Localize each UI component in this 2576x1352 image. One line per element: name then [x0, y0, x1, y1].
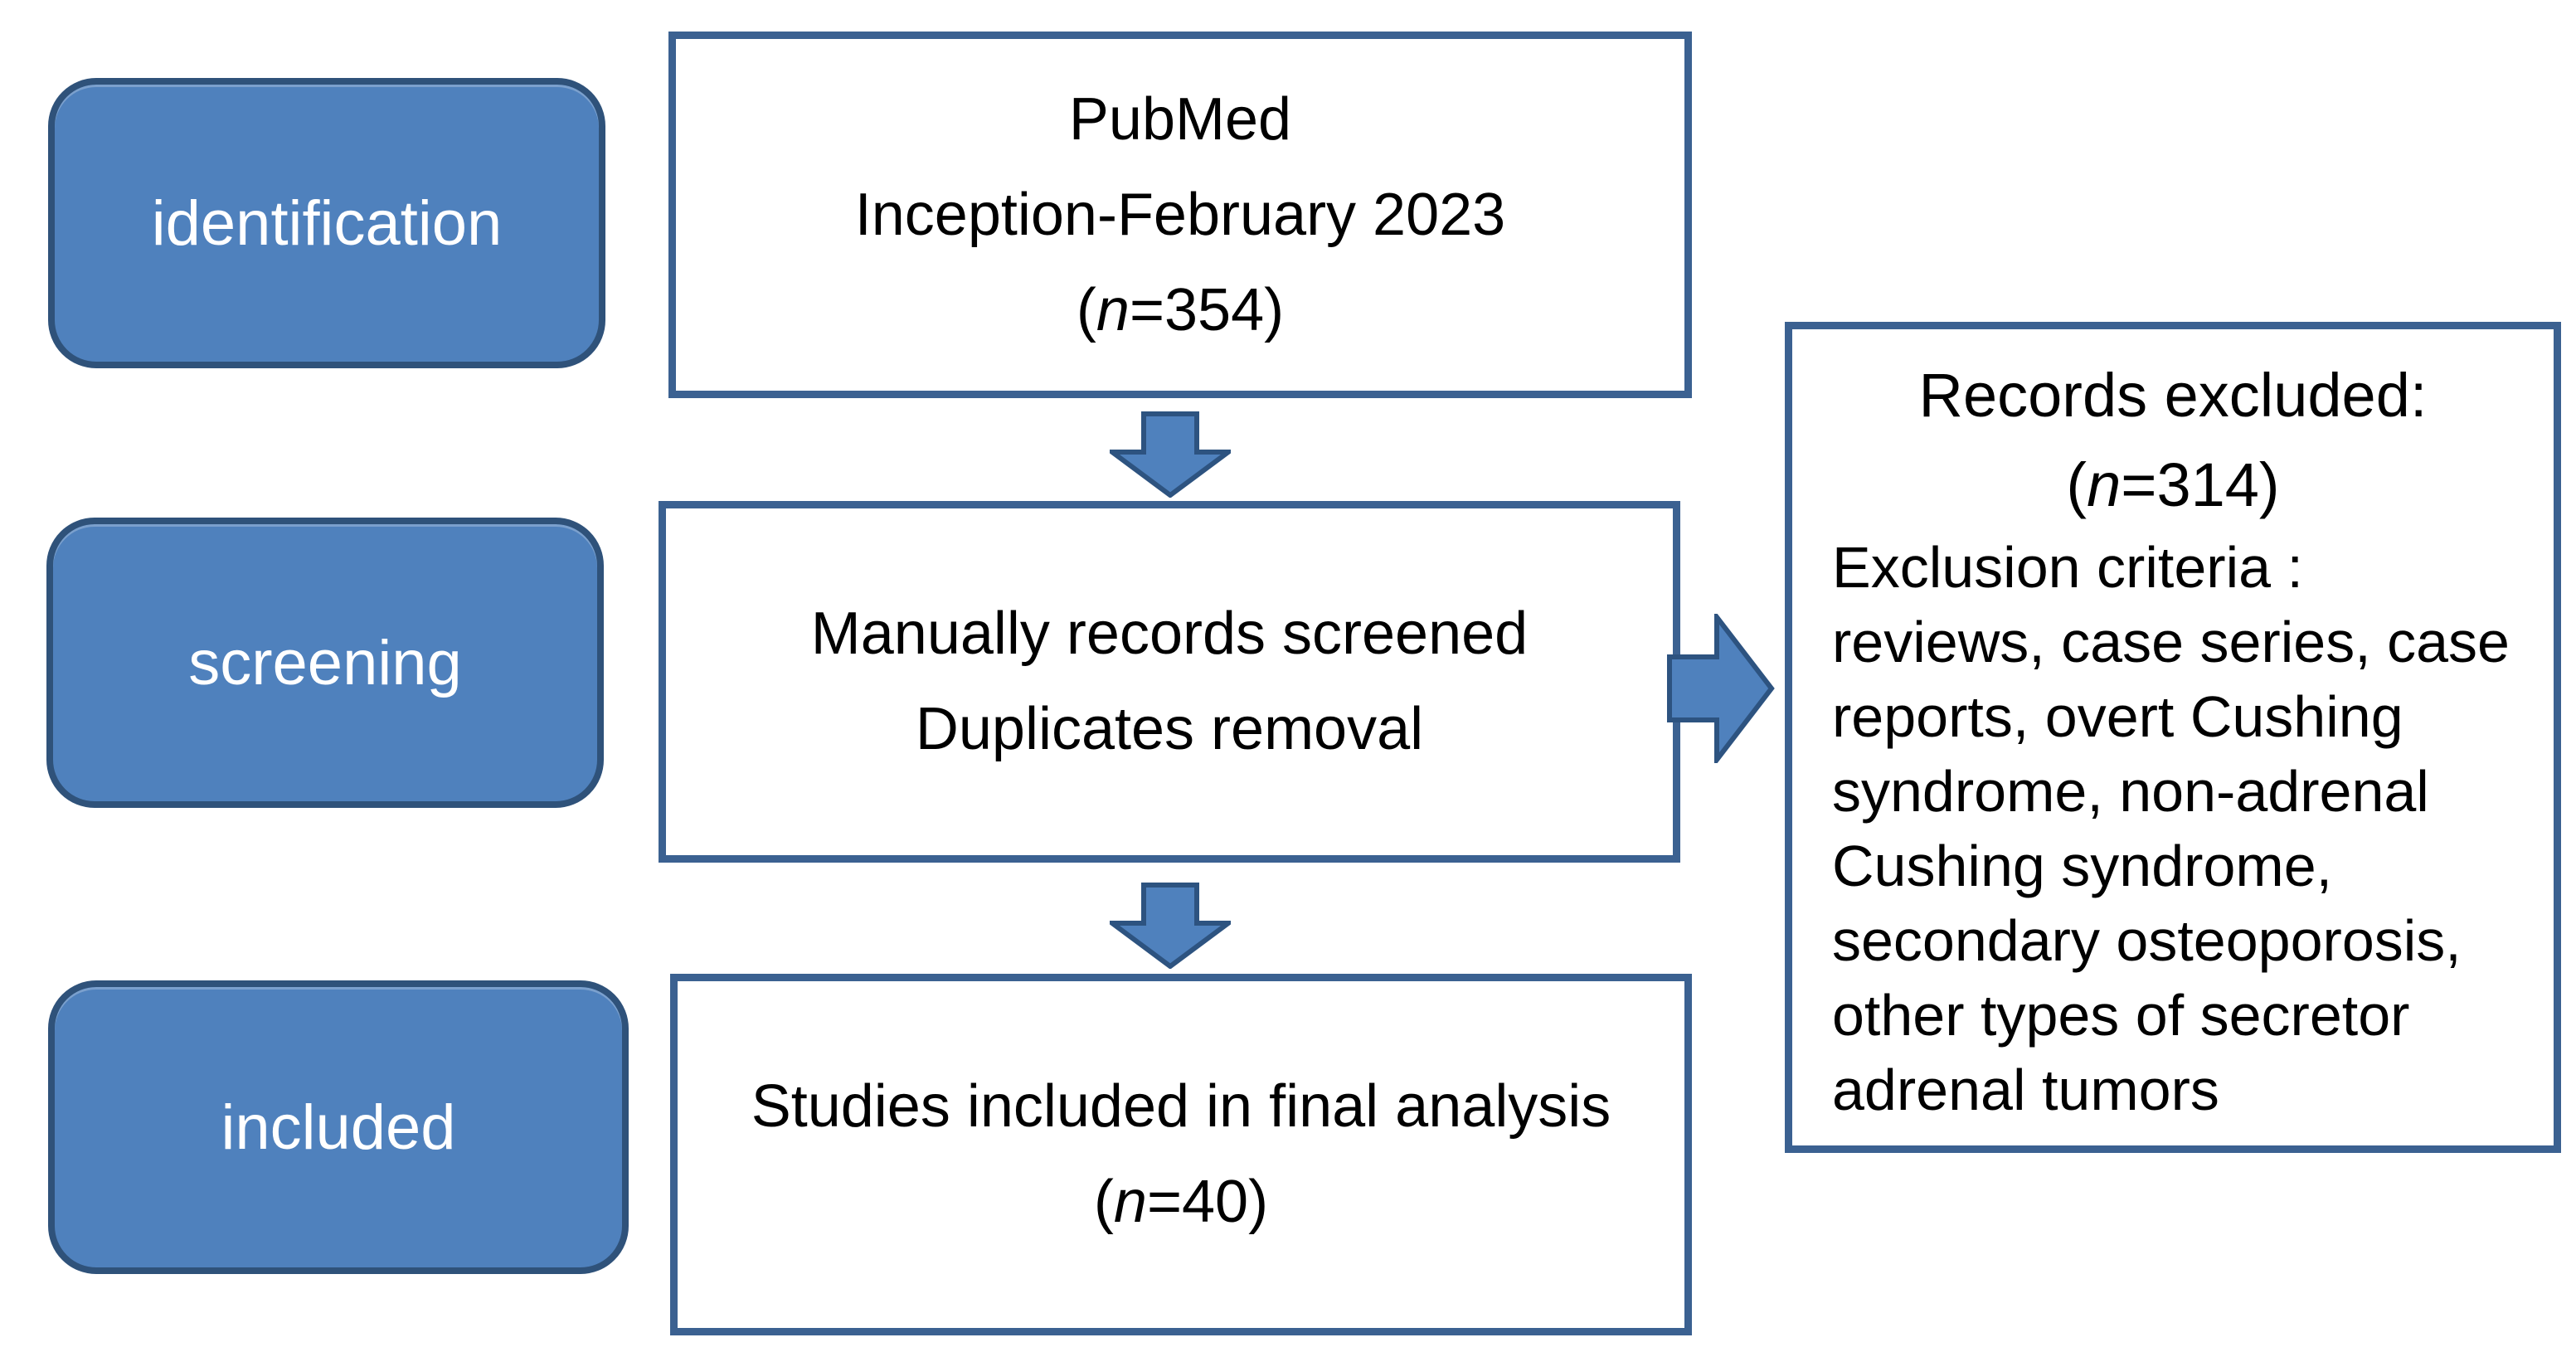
excluded-criteria-line: Cushing syndrome, [1832, 834, 2333, 898]
source-box-line1: PubMed [1068, 85, 1292, 153]
right-arrow-icon [1667, 614, 1775, 763]
count-rest: =40) [1146, 1169, 1269, 1235]
excluded-criteria-line: adrenal tumors [1832, 1058, 2219, 1122]
count-n: n [2087, 450, 2122, 519]
stage-included: included [48, 980, 629, 1274]
stage-included-label: included [221, 1092, 456, 1163]
excluded-criteria-line: other types of secretor [1832, 983, 2410, 1048]
count-open: ( [1076, 276, 1096, 343]
stage-screening-label: screening [188, 627, 462, 698]
stage-identification: identification [48, 78, 605, 368]
screening-box-line2: Duplicates removal [915, 696, 1424, 762]
included-box-line1: Studies included in final analysis [751, 1073, 1611, 1140]
count-n: n [1096, 276, 1130, 343]
excluded-criteria-line: reviews, case series, case [1832, 610, 2510, 674]
source-box-count: (n=354) [1077, 263, 1284, 358]
excluded-box: Records excluded: (n=314) Exclusion crit… [1785, 322, 2561, 1153]
count-open: ( [2066, 450, 2088, 519]
excluded-box-title: Records excluded: [1918, 361, 2428, 430]
stage-identification-label: identification [151, 187, 503, 259]
excluded-criteria-line: reports, overt Cushing [1832, 684, 2403, 749]
count-rest: =354) [1129, 276, 1285, 343]
included-box: Studies included in final analysis (n=40… [670, 974, 1692, 1335]
down-arrow-icon [1110, 883, 1231, 969]
count-open: ( [1093, 1169, 1114, 1235]
stage-screening: screening [46, 518, 604, 808]
source-box-line2: Inception-February 2023 [854, 181, 1506, 248]
screening-box: Manually records screened Duplicates rem… [659, 501, 1680, 863]
excluded-criteria-line: secondary osteoporosis, [1832, 908, 2462, 973]
count-n: n [1113, 1169, 1147, 1235]
excluded-criteria-line: Exclusion criteria : [1832, 535, 2303, 600]
excluded-box-count: (n=314) [1832, 440, 2514, 530]
excluded-criteria-line: syndrome, non-adrenal [1832, 759, 2429, 824]
source-box: PubMed Inception-February 2023 (n=354) [668, 32, 1692, 398]
down-arrow-icon [1110, 411, 1231, 498]
count-rest: =314) [2121, 450, 2280, 519]
screening-box-line1: Manually records screened [810, 601, 1529, 667]
included-box-count: (n=40) [1094, 1155, 1268, 1250]
